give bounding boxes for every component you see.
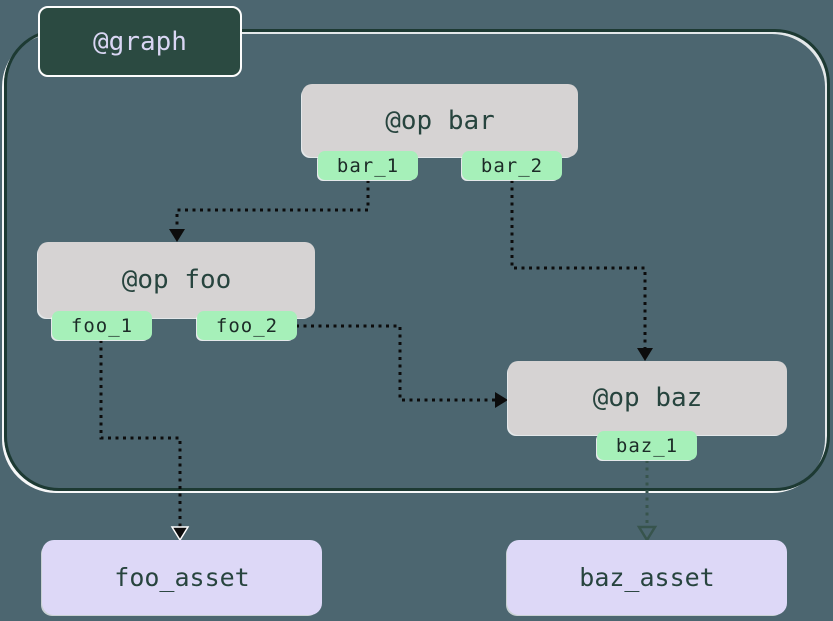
- asset-node-baz_asset[interactable]: baz_asset: [507, 540, 787, 615]
- op-foo-title: @op foo: [121, 265, 232, 295]
- op-baz-title: @op baz: [592, 383, 703, 413]
- graph-label[interactable]: @graph: [38, 6, 242, 77]
- output-tag-foo_1[interactable]: foo_1: [52, 311, 152, 340]
- asset-node-foo_asset[interactable]: foo_asset: [42, 540, 322, 615]
- arrowhead-foo_1-to-foo_asset: [170, 526, 190, 542]
- output-tag-baz_1[interactable]: baz_1: [597, 431, 697, 460]
- output-tag-bar_2[interactable]: bar_2: [462, 151, 562, 180]
- graph-label-text: @graph: [93, 26, 187, 57]
- output-tag-foo_2[interactable]: foo_2: [197, 311, 297, 340]
- graph-boundary: [4, 29, 830, 491]
- output-tag-bar_1[interactable]: bar_1: [318, 151, 418, 180]
- arrowhead-baz_1-to-baz_asset: [636, 525, 658, 543]
- op-node-baz[interactable]: @op baz baz_1: [508, 361, 787, 460]
- op-bar-title: @op bar: [385, 105, 495, 136]
- op-node-bar[interactable]: @op bar bar_1 bar_2: [302, 84, 578, 180]
- op-node-foo[interactable]: @op foo foo_1 foo_2: [38, 242, 315, 340]
